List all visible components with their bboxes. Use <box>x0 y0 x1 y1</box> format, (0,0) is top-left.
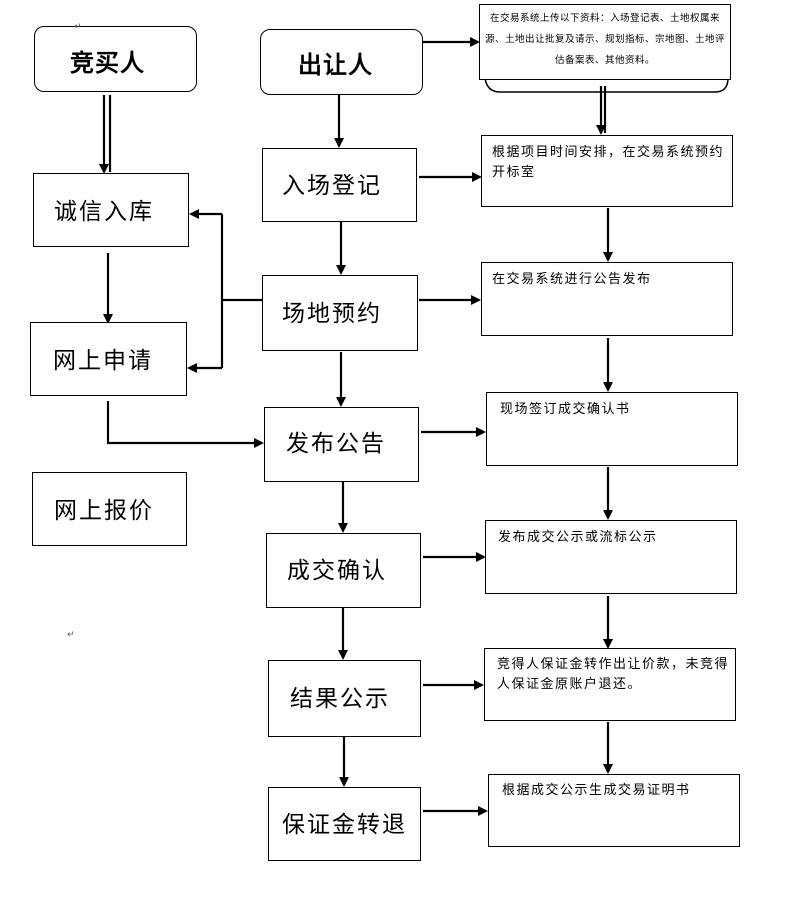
note-transaction-certificate <box>488 774 740 847</box>
note-deal-publicity <box>485 520 737 594</box>
note-deposit-handling <box>484 648 736 721</box>
note-publish-announcement <box>481 262 733 336</box>
step-confirm-deal-label: 成交确认 <box>287 558 387 584</box>
note-upload-materials-text: 在交易系统上传以下资料：入场登记表、土地权属来源、土地出让批复及请示、规划指标、… <box>484 13 725 66</box>
step-venue-booking <box>262 275 418 351</box>
note-deposit-handling-text: 竞得人保证金转作出让价款，未竞得人保证金原账户退还。 <box>497 657 730 692</box>
step-announce-label: 发布公告 <box>286 431 386 457</box>
step-online-apply-label: 网上申请 <box>53 348 153 374</box>
note-transaction-certificate-text: 根据成交公示生成交易证明书 <box>502 783 691 798</box>
step-announce <box>264 407 419 482</box>
step-register-label: 入场登记 <box>282 173 382 199</box>
note-sign-confirmation <box>486 392 738 466</box>
step-venue-booking-label: 场地预约 <box>282 301 382 327</box>
note-book-room <box>481 135 733 207</box>
note-publish-announcement-text: 在交易系统进行公告发布 <box>492 272 652 287</box>
step-deposit-transfer-label: 保证金转退 <box>282 812 407 838</box>
step-online-bid-label: 网上报价 <box>54 498 154 524</box>
arrow-apply-to-announce <box>106 401 264 448</box>
note-sign-confirmation-text: 现场签订成交确认书 <box>500 402 631 417</box>
step-result-publicity <box>268 660 421 737</box>
note-deal-publicity-text: 发布成交公示或流标公示 <box>498 530 658 545</box>
step-online-apply <box>30 322 187 396</box>
step-confirm-deal <box>266 533 421 608</box>
paragraph-mark: ↵ <box>74 22 82 32</box>
seller-title: 出让人 <box>298 51 373 79</box>
note-upload-materials <box>479 4 731 80</box>
note-book-room-text: 根据项目时间安排，在交易系统预约开标室 <box>492 145 725 180</box>
step-result-publicity-label: 结果公示 <box>290 686 390 712</box>
bidder-header-box <box>34 26 197 92</box>
step-register <box>262 148 417 222</box>
seller-header-box <box>260 29 423 95</box>
step-deposit-transfer <box>268 787 421 861</box>
step-online-bid <box>32 472 187 546</box>
bidder-title: 竞买人 <box>70 49 145 77</box>
step-credit-entry-label: 诚信入库 <box>54 199 154 225</box>
paragraph-mark: ↵ <box>67 630 75 640</box>
step-credit-entry <box>33 173 189 247</box>
